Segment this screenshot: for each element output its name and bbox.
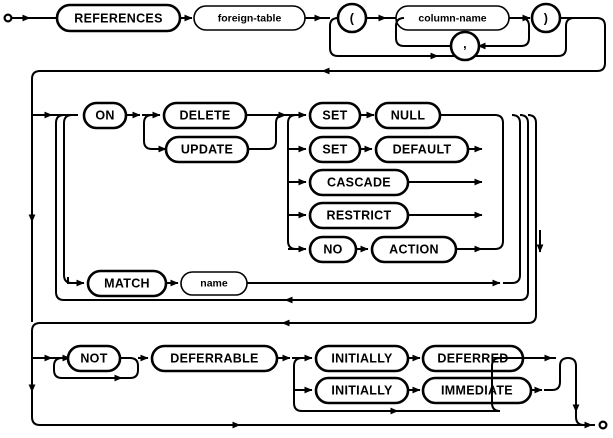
rail-group-loopback-right — [288, 114, 529, 301]
node-rparen-label: ) — [544, 11, 548, 25]
rail-du-down — [143, 114, 160, 150]
rail-init-bypass — [293, 357, 500, 412]
node-default[interactable]: DEFAULT — [374, 135, 470, 164]
rail-init-merge-right — [544, 357, 569, 391]
rail-final-bypass — [31, 358, 560, 426]
node-immediate-label: IMMEDIATE — [441, 384, 513, 398]
node-deferrable-label: DEFERRABLE — [170, 352, 258, 366]
rail-row4-entry — [31, 322, 41, 358]
rail-init-merge-spine — [491, 357, 556, 412]
node-not[interactable]: NOT — [66, 344, 122, 373]
node-deferred[interactable]: DEFERRED — [421, 344, 525, 373]
node-no[interactable]: NO — [308, 235, 358, 264]
node-match[interactable]: MATCH — [86, 269, 168, 298]
node-restrict[interactable]: RESTRICT — [308, 201, 410, 230]
rail-wrap-row1-row2 — [40, 17, 606, 72]
node-match-label: MATCH — [104, 277, 150, 291]
node-deferred-label: DEFERRED — [437, 352, 508, 366]
row-on-match: ON DELETE UPDATE SET — [28, 70, 544, 327]
node-column-name[interactable]: column-name — [395, 5, 510, 31]
node-lparen[interactable]: ( — [336, 2, 368, 34]
node-column-name-label: column-name — [418, 12, 486, 24]
node-set-default-2[interactable]: SET — [308, 135, 362, 164]
node-not-label: NOT — [80, 352, 107, 366]
rail-branch-merge — [503, 114, 521, 284]
node-action[interactable]: ACTION — [370, 235, 458, 264]
node-foreign-table[interactable]: foreign-table — [193, 5, 306, 31]
node-initially1-label: INITIALLY — [331, 352, 393, 366]
node-name-label: name — [200, 278, 228, 290]
node-lparen-label: ( — [350, 11, 355, 25]
node-set1-label: SET — [322, 109, 347, 123]
rail-alt-merge-spine — [482, 114, 504, 250]
rail-paren-bypass-down — [329, 17, 430, 57]
node-action-label: ACTION — [389, 243, 439, 257]
rail-final-exit — [567, 357, 595, 426]
node-references-label: REFERENCES — [74, 12, 162, 26]
node-null-label: NULL — [391, 109, 426, 123]
node-initially-2[interactable]: INITIALLY — [314, 376, 410, 405]
node-delete-label: DELETE — [179, 109, 230, 123]
node-initially2-label: INITIALLY — [331, 384, 393, 398]
node-cascade[interactable]: CASCADE — [308, 168, 410, 197]
node-on[interactable]: ON — [82, 101, 128, 130]
node-set-null-1[interactable]: SET — [308, 101, 362, 130]
node-comma-label: , — [463, 37, 467, 51]
node-null[interactable]: NULL — [374, 101, 442, 130]
node-name[interactable]: name — [180, 271, 248, 296]
rail-wrap-row2-row4 — [40, 114, 537, 324]
rail-match-arrow — [67, 277, 85, 287]
rail-choice-to-match — [63, 114, 78, 284]
node-set2-label: SET — [322, 143, 347, 157]
node-rparen[interactable]: ) — [530, 2, 562, 34]
rail-update-merge — [248, 114, 285, 150]
rail-not-bypass — [53, 357, 130, 379]
rail-group-loopback-left — [55, 114, 288, 301]
node-delete[interactable]: DELETE — [162, 101, 248, 130]
node-deferrable[interactable]: DEFERRABLE — [150, 344, 279, 373]
node-cascade-label: CASCADE — [327, 176, 391, 190]
row-deferrable: NOT DEFERRABLE INITIALLY DEFERRED INITIA… — [28, 322, 608, 430]
node-initially-1[interactable]: INITIALLY — [314, 344, 410, 373]
rail-comma-loop-left — [395, 17, 451, 47]
rail-row2-entry — [31, 70, 41, 115]
rail-not-merge — [120, 357, 139, 379]
node-immediate[interactable]: IMMEDIATE — [421, 376, 533, 405]
start-marker — [3, 13, 13, 23]
node-foreign-table-label: foreign-table — [218, 12, 282, 24]
node-no-label: NO — [323, 243, 342, 257]
node-references[interactable]: REFERENCES — [55, 3, 182, 33]
node-comma[interactable]: , — [449, 30, 481, 62]
row-references: REFERENCES foreign-table ( column-name — [3, 2, 606, 75]
end-marker — [598, 420, 608, 430]
node-restrict-label: RESTRICT — [327, 209, 392, 223]
node-default-label: DEFAULT — [393, 143, 452, 157]
node-update[interactable]: UPDATE — [164, 135, 250, 164]
node-update-label: UPDATE — [181, 143, 233, 157]
node-on-label: ON — [95, 109, 114, 123]
